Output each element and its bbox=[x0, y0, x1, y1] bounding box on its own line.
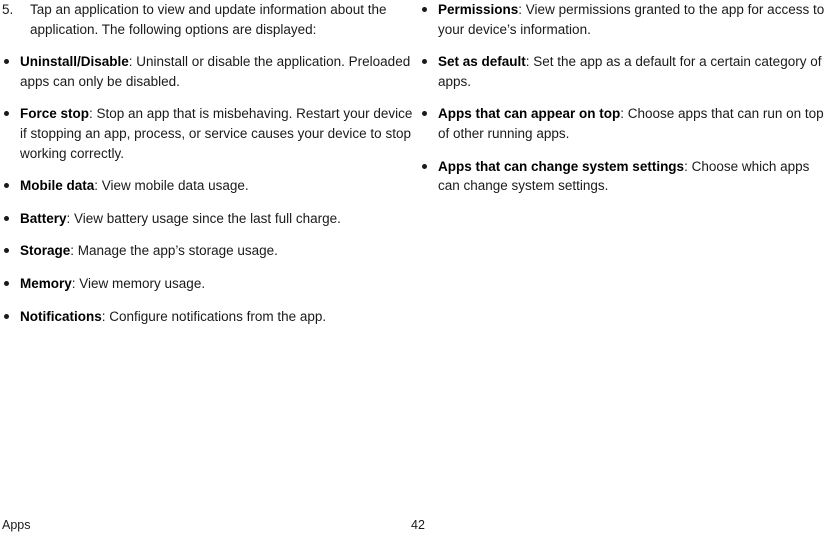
bullet-dot-icon bbox=[4, 313, 9, 319]
list-item: Uninstall/Disable: Uninstall or disable … bbox=[0, 52, 418, 91]
step-number: 5. bbox=[2, 2, 14, 17]
step-text: Tap an application to view and update in… bbox=[30, 2, 387, 37]
list-item-text: : Choose which apps can change system se… bbox=[438, 158, 810, 194]
list-item: Set as default: Set the app as a default… bbox=[418, 52, 833, 91]
list-item: Notifications: Configure notifications f… bbox=[0, 307, 418, 327]
list-item-text: : Uninstall or disable the application. … bbox=[20, 54, 411, 89]
list-item-text: : View memory usage. bbox=[71, 275, 206, 291]
list-item: Apps that can change system settings: Ch… bbox=[418, 157, 833, 196]
bullet-dot-icon bbox=[4, 248, 9, 254]
list-item: Force stop: Stop an app that is misbehav… bbox=[0, 104, 418, 163]
list-item: Battery: View battery usage since the la… bbox=[0, 209, 418, 229]
page-footer: Apps 42 bbox=[0, 512, 833, 532]
list-item: Mobile data: View mobile data usage. bbox=[0, 176, 418, 196]
list-item: Memory: View memory usage. bbox=[0, 274, 418, 294]
list-item: Permissions: View permissions granted to… bbox=[418, 0, 833, 39]
bullet-dot-icon bbox=[422, 111, 427, 117]
list-item-label: Mobile data bbox=[20, 178, 95, 194]
list-item-text: : Set the app as a default for a certain… bbox=[438, 54, 822, 89]
list-item-label: Apps that can appear on top bbox=[438, 106, 621, 122]
bullet-dot-icon bbox=[4, 215, 9, 221]
left-bullet-list: Uninstall/Disable: Uninstall or disable … bbox=[0, 52, 418, 326]
bullet-dot-icon bbox=[4, 59, 9, 65]
list-item-text: : View mobile data usage. bbox=[94, 178, 249, 194]
bullet-dot-icon bbox=[422, 59, 427, 65]
bullet-dot-icon bbox=[4, 280, 9, 286]
right-column: Permissions: View permissions granted to… bbox=[418, 0, 833, 326]
right-bullet-list: Permissions: View permissions granted to… bbox=[418, 0, 833, 196]
bullet-dot-icon bbox=[422, 7, 427, 12]
bullet-dot-icon bbox=[422, 163, 427, 169]
list-item-text: : Configure notifications from the app. bbox=[101, 308, 327, 324]
footer-page-number: 42 bbox=[411, 518, 425, 532]
bullet-dot-icon bbox=[4, 183, 9, 189]
list-item-label: Notifications bbox=[20, 308, 102, 324]
list-item-text: : View battery usage since the last full… bbox=[66, 210, 341, 226]
list-item-label: Apps that can change system settings bbox=[438, 158, 685, 174]
list-item: Apps that can appear on top: Choose apps… bbox=[418, 104, 833, 143]
list-item-label: Memory bbox=[20, 275, 72, 291]
bullet-dot-icon bbox=[4, 111, 9, 117]
list-item-text: : View permissions granted to the app fo… bbox=[438, 2, 825, 37]
list-item-label: Uninstall/Disable bbox=[20, 54, 129, 70]
list-item-label: Set as default bbox=[438, 54, 526, 70]
list-item-label: Force stop bbox=[20, 106, 90, 122]
list-item-text: : Stop an app that is misbehaving. Resta… bbox=[20, 106, 413, 161]
list-item-text: : Manage the app’s storage usage. bbox=[70, 243, 278, 259]
page-columns: 5. Tap an application to view and update… bbox=[0, 0, 833, 326]
list-item-label: Battery bbox=[20, 210, 67, 226]
numbered-step-5: 5. Tap an application to view and update… bbox=[0, 0, 418, 39]
footer-section-label: Apps bbox=[2, 518, 31, 532]
left-column: 5. Tap an application to view and update… bbox=[0, 0, 418, 326]
list-item: Storage: Manage the app’s storage usage. bbox=[0, 241, 418, 261]
list-item-label: Storage bbox=[20, 243, 71, 259]
list-item-text: : Choose apps that can run on top of oth… bbox=[438, 106, 824, 141]
list-item-label: Permissions bbox=[438, 2, 519, 17]
